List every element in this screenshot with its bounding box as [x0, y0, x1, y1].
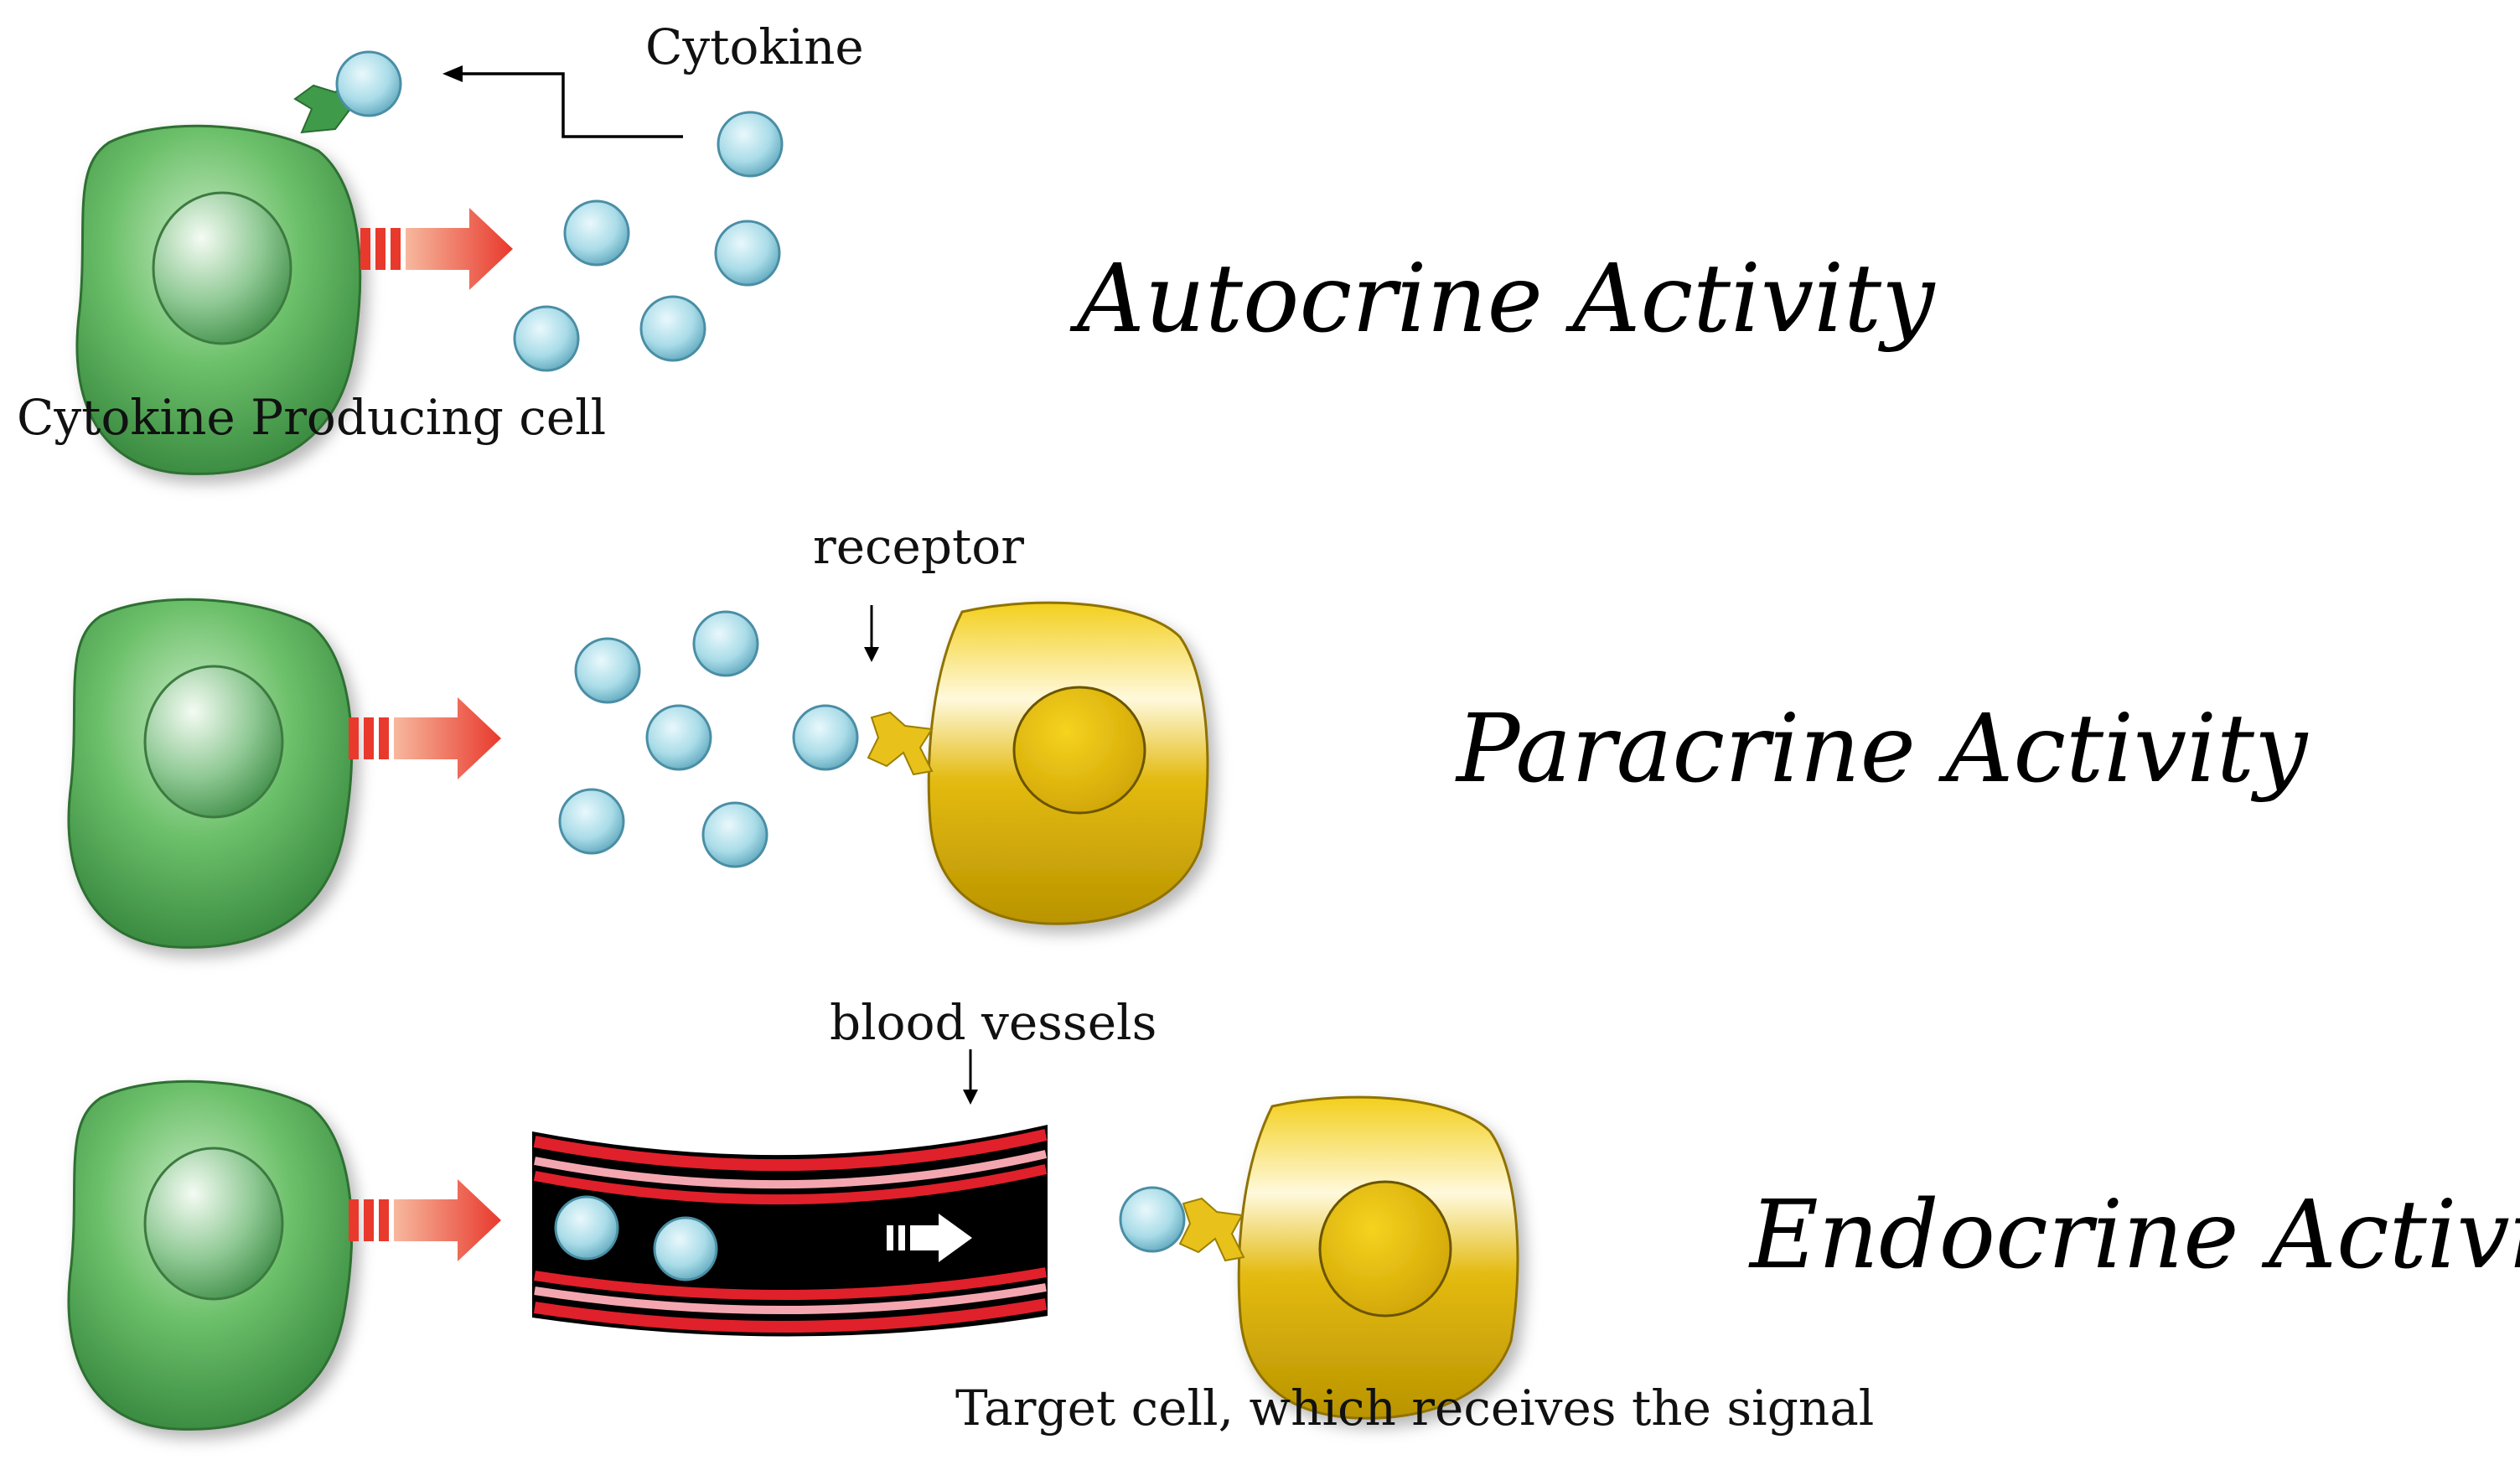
flow-arrow-icon	[887, 1214, 972, 1262]
cytokine	[554, 1195, 619, 1261]
cytokine-bound	[1119, 1186, 1186, 1253]
target-cell	[927, 601, 1209, 925]
receptor-label: receptor	[813, 518, 1024, 575]
paracrine-title: Paracrine Activity	[1455, 695, 2309, 804]
endocrine-title: Endocrine Activity	[1748, 1181, 2520, 1290]
target-cell-label: Target cell, which receives the signal	[955, 1380, 1874, 1437]
receptor-icon	[867, 711, 934, 776]
cytokine	[653, 1216, 718, 1281]
nucleus	[143, 665, 284, 819]
cytokine-bound	[792, 704, 859, 771]
blood-vessels-label: blood vessels	[830, 994, 1157, 1051]
secretion-arrow	[349, 697, 501, 779]
autocrine-title: Autocrine Activity	[1069, 245, 1936, 354]
receptor-icon	[1178, 1197, 1245, 1262]
endocrine-row: blood vessels Endocrine Activity Target …	[67, 994, 2520, 1437]
nucleus	[1012, 686, 1146, 815]
nucleus	[152, 191, 292, 345]
cytokine-cluster	[558, 610, 768, 868]
producing-cell	[75, 124, 362, 475]
target-cell	[1237, 1095, 1519, 1420]
nucleus	[143, 1147, 284, 1301]
nucleus	[1318, 1180, 1452, 1318]
blood-vessel	[532, 1125, 1048, 1337]
receptor-pointer-arrow	[864, 605, 879, 662]
producing-cell	[67, 1079, 354, 1431]
cytokine-cluster	[513, 111, 784, 372]
cytokine-label: Cytokine	[645, 18, 864, 75]
producing-cell	[67, 598, 354, 949]
secretion-arrow	[349, 1179, 501, 1261]
cytokine-pointer-arrow	[442, 65, 683, 138]
cytokine-bound	[335, 50, 402, 117]
secretion-arrow	[360, 208, 513, 290]
blood-vessel-pointer-arrow	[963, 1049, 978, 1105]
autocrine-row: Cytokine Cytokine Producing cell Autocri…	[17, 18, 1936, 475]
producing-cell-label: Cytokine Producing cell	[17, 389, 606, 446]
paracrine-row: receptor Paracrine Activity	[67, 518, 2309, 949]
